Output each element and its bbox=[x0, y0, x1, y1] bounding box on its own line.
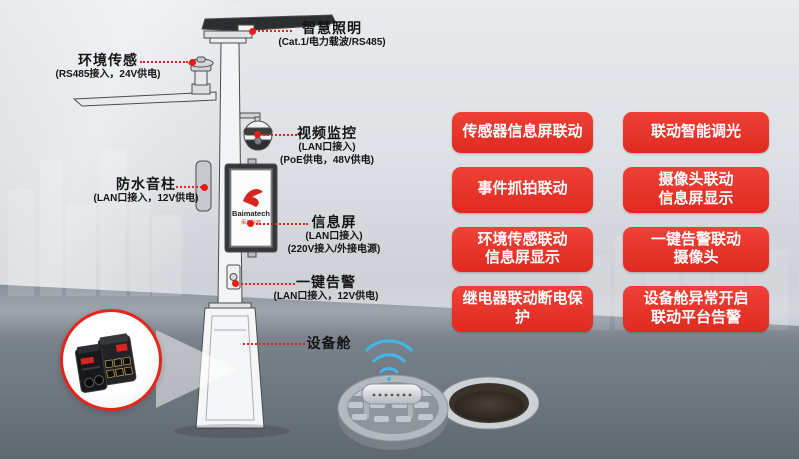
callout-cabin: 设备舱 bbox=[269, 335, 389, 351]
brand-horse-logo bbox=[243, 189, 263, 207]
environment-sensor-device bbox=[188, 56, 214, 95]
badge-line: 事件抓拍联动 bbox=[477, 180, 568, 198]
feature-badge-cabin-abnormal-alert: 设备舱异常开启 联动平台告警 bbox=[623, 286, 769, 332]
pole-collar bbox=[209, 37, 247, 44]
cabin-shadow bbox=[174, 424, 290, 438]
callout-speaker: 防水音柱 (LAN口接入，12V供电) bbox=[86, 176, 206, 205]
callout-lighting-title: 智慧照明 bbox=[302, 20, 362, 36]
callout-screen-title: 信息屏 bbox=[311, 214, 357, 230]
callout-video-sub1: (LAN口接入) bbox=[298, 142, 356, 154]
manhole-sensor-device bbox=[361, 383, 423, 405]
callout-env-title: 环境传感 bbox=[78, 52, 138, 68]
feature-badge-relay-power-protection: 继电器联动断电保护 bbox=[452, 286, 593, 332]
callout-env-sensor: 环境传感 (RS485接入，24V供电) bbox=[48, 52, 168, 81]
feature-badge-sensor-screen-linkage: 传感器信息屏联动 bbox=[452, 112, 593, 153]
leader-line-video bbox=[263, 134, 301, 136]
leader-line-screen bbox=[256, 223, 308, 225]
smart-manhole-cover bbox=[337, 339, 449, 450]
connector-dot-env bbox=[189, 59, 196, 66]
badge-line: 信息屏显示 bbox=[658, 189, 734, 207]
sensor-arm bbox=[72, 91, 217, 107]
leader-line-lighting bbox=[258, 30, 292, 32]
screen-brand-text: Baimatech bbox=[232, 209, 270, 218]
badge-line: 传感器信息屏联动 bbox=[462, 123, 583, 141]
leader-line-env bbox=[140, 61, 188, 63]
callout-alarm: 一键告警 (LAN口接入，12V供电) bbox=[266, 274, 386, 303]
connector-dot-speaker bbox=[201, 184, 208, 191]
callout-env-sub: (RS485接入，24V供电) bbox=[55, 69, 161, 81]
badge-line: 摄像头联动 bbox=[658, 171, 734, 188]
callout-video-sub2: (PoE供电，48V供电) bbox=[280, 155, 374, 167]
badge-line: 设备舱异常开启 bbox=[643, 290, 749, 307]
connector-dot-screen bbox=[247, 220, 254, 227]
callout-screen-sub2: (220V接入/外接电源) bbox=[287, 244, 381, 256]
badge-line: 一键告警联动 bbox=[650, 230, 741, 248]
gateway-devices-illustration bbox=[74, 333, 137, 393]
callout-cabin-title: 设备舱 bbox=[306, 335, 352, 351]
inset-arrow bbox=[156, 330, 238, 408]
open-manhole bbox=[438, 376, 540, 430]
badge-line: 联动平台告警 bbox=[650, 308, 741, 326]
callout-speaker-sub: (LAN口接入，12V供电) bbox=[93, 193, 199, 205]
badge-line: 信息屏显示 bbox=[484, 249, 560, 267]
info-screen: Baimatech 佰马科技 bbox=[224, 158, 278, 258]
feature-badge-smart-dimming: 联动智能调光 bbox=[623, 112, 769, 153]
badge-line: 环境传感联动 bbox=[477, 230, 568, 248]
connector-dot-alarm bbox=[232, 280, 239, 287]
callout-lighting: 智慧照明 (Cat.1/电力载波/RS485) bbox=[272, 20, 392, 49]
leader-line-cabin bbox=[243, 343, 305, 345]
callout-video-title: 视频监控 bbox=[297, 125, 357, 141]
connector-dot-video bbox=[254, 131, 261, 138]
badge-line: 摄像头 bbox=[673, 249, 719, 267]
connector-dot-lighting bbox=[249, 28, 256, 35]
feature-badge-alarm-camera-linkage: 一键告警联动 摄像头 bbox=[623, 226, 769, 272]
feature-badge-env-screen-display: 环境传感联动 信息屏显示 bbox=[452, 226, 593, 272]
callout-lighting-sub: (Cat.1/电力载波/RS485) bbox=[278, 37, 386, 49]
leader-line-speaker bbox=[176, 186, 202, 188]
callout-alarm-sub: (LAN口接入，12V供电) bbox=[273, 291, 379, 303]
feature-badge-grid: 传感器信息屏联动 联动智能调光 事件抓拍联动 摄像头联动 信息屏显示 环境传感联… bbox=[452, 112, 769, 332]
pole-cap bbox=[203, 30, 253, 39]
callout-speaker-title: 防水音柱 bbox=[116, 176, 176, 192]
badge-line: 联动智能调光 bbox=[650, 123, 741, 141]
leader-line-alarm bbox=[241, 283, 295, 285]
feature-badge-event-capture: 事件抓拍联动 bbox=[452, 167, 593, 213]
feature-badge-camera-screen-display: 摄像头联动 信息屏显示 bbox=[623, 167, 769, 213]
callout-screen: 信息屏 (LAN口接入) (220V接入/外接电源) bbox=[274, 214, 394, 256]
callout-video: 视频监控 (LAN口接入) (PoE供电，48V供电) bbox=[267, 125, 387, 167]
callout-screen-sub1: (LAN口接入) bbox=[305, 231, 363, 243]
callout-alarm-title: 一键告警 bbox=[296, 274, 356, 290]
wifi-signal-icon bbox=[365, 339, 413, 381]
badge-line: 继电器联动断电保护 bbox=[462, 290, 583, 326]
gateway-inset-circle bbox=[60, 309, 162, 411]
